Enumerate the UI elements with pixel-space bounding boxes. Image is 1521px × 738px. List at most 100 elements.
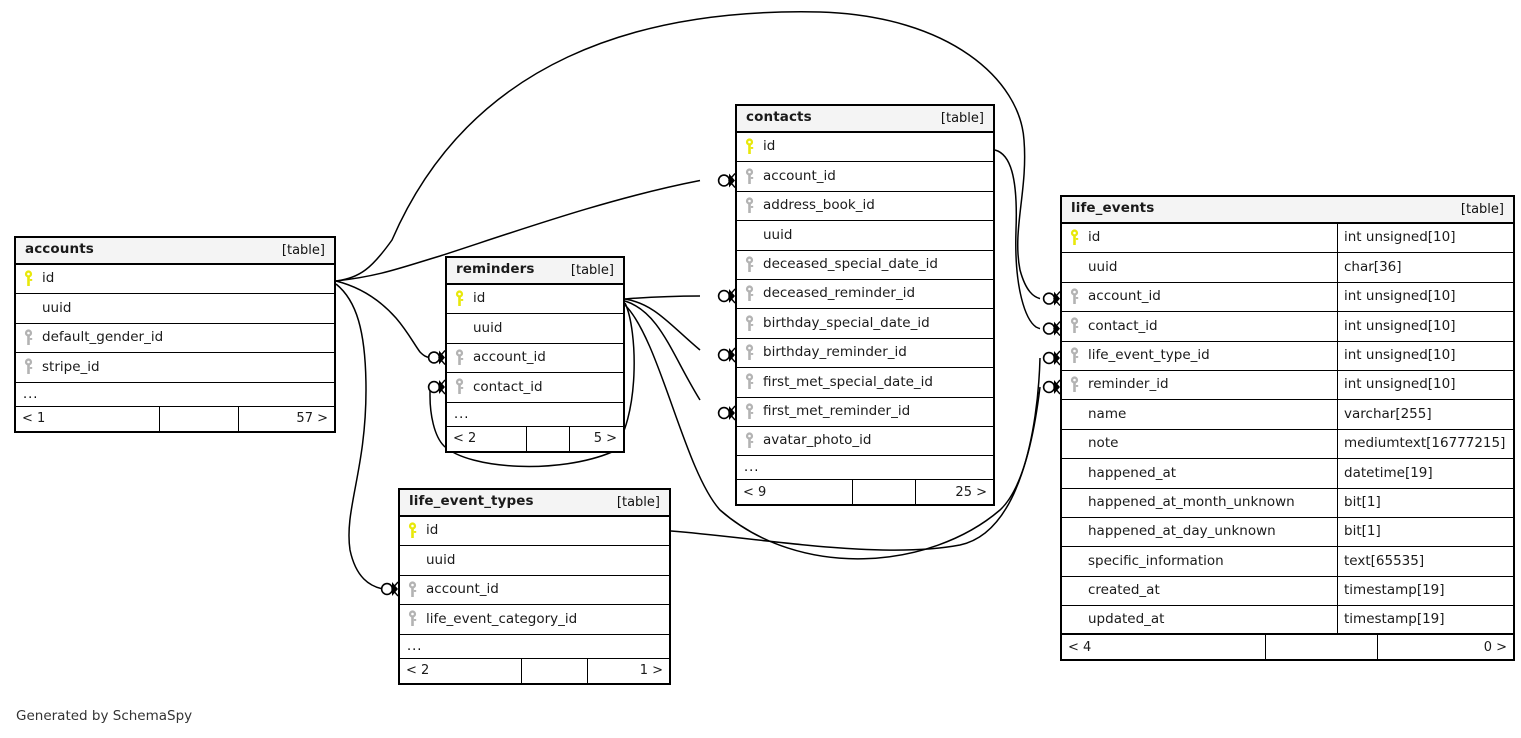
table-title: reminders (456, 261, 535, 278)
table-header-contacts: contacts[table] (737, 106, 993, 133)
column-row[interactable]: uuid (737, 221, 993, 251)
column-row[interactable]: birthday_reminder_id (737, 339, 993, 369)
column-label: first_met_special_date_id (763, 373, 933, 390)
column-name-cell: account_id (737, 162, 993, 190)
column-type-cell: text[65535] (1337, 547, 1513, 576)
key-spacer (407, 552, 420, 570)
foreign-key-icon (744, 373, 757, 391)
column-row[interactable]: id (16, 265, 334, 295)
column-row[interactable]: address_book_id (737, 192, 993, 222)
column-label: deceased_reminder_id (763, 285, 916, 302)
column-row[interactable]: uuid (447, 314, 623, 344)
column-name-cell: stripe_id (16, 353, 334, 381)
column-row[interactable]: stripe_id (16, 353, 334, 383)
column-name-cell: uuid (16, 294, 334, 322)
column-label: stripe_id (42, 358, 100, 375)
column-name-cell: uuid (400, 546, 669, 574)
column-row[interactable]: specific_information text[65535] (1062, 547, 1513, 577)
column-label: id (473, 290, 486, 307)
column-label: contact_id (473, 378, 543, 395)
column-row[interactable]: default_gender_id (16, 324, 334, 354)
more-columns-indicator[interactable]: ... (737, 456, 993, 481)
column-row[interactable]: contact_id (447, 373, 623, 403)
column-row[interactable]: id (400, 517, 669, 547)
column-label: id (763, 138, 776, 155)
foreign-key-icon (23, 358, 36, 376)
column-row[interactable]: avatar_photo_id (737, 427, 993, 457)
column-row[interactable]: deceased_special_date_id (737, 251, 993, 280)
column-label: note (1088, 435, 1119, 452)
table-header-reminders: reminders[table] (447, 258, 623, 285)
footer-middle (526, 426, 571, 451)
column-row[interactable]: life_event_category_id (400, 605, 669, 635)
column-row[interactable]: birthday_special_date_id (737, 309, 993, 339)
more-columns-indicator[interactable]: ... (447, 403, 623, 427)
column-name-cell: account_id (400, 576, 669, 604)
foreign-key-icon (1069, 317, 1082, 335)
foreign-key-icon (454, 349, 467, 367)
column-row[interactable]: uuid (16, 294, 334, 324)
key-spacer (1069, 523, 1082, 541)
column-label: uuid (763, 226, 793, 243)
foreign-key-icon (744, 167, 757, 186)
more-columns-indicator[interactable]: ... (400, 635, 669, 659)
column-row[interactable]: id (447, 285, 623, 315)
column-label: specific_information (1088, 552, 1224, 569)
column-type-cell: timestamp[19] (1337, 606, 1513, 634)
column-name-cell: life_event_category_id (400, 605, 669, 633)
table-reminders[interactable]: reminders[table] id uuid account_id contact_… (445, 256, 625, 453)
column-label: birthday_special_date_id (763, 314, 930, 331)
column-row[interactable]: first_met_special_date_id (737, 368, 993, 398)
column-row[interactable]: uuid (400, 546, 669, 576)
key-spacer (454, 320, 467, 338)
foreign-key-icon (744, 256, 757, 274)
column-row[interactable]: account_id (737, 162, 993, 192)
column-label: uuid (473, 319, 503, 336)
column-row[interactable]: first_met_reminder_id (737, 398, 993, 427)
column-row[interactable]: id (737, 133, 993, 163)
more-columns-indicator[interactable]: ... (16, 383, 334, 407)
column-name-cell: happened_at_month_unknown (1062, 489, 1337, 517)
foreign-key-icon (454, 378, 467, 396)
column-row[interactable]: account_id (400, 576, 669, 606)
generator-credit: Generated by SchemaSpy (16, 708, 193, 724)
primary-key-icon (1069, 229, 1082, 247)
primary-key-icon (744, 138, 757, 156)
footer-parents-count: < 2 (406, 663, 430, 679)
column-row[interactable]: deceased_reminder_id (737, 280, 993, 310)
column-row[interactable]: account_id (447, 344, 623, 374)
column-type-cell: int unsigned[10] (1337, 312, 1513, 341)
column-label: birthday_reminder_id (763, 344, 907, 361)
primary-key-icon (23, 270, 36, 288)
key-spacer (1069, 435, 1082, 453)
column-label: avatar_photo_id (763, 432, 872, 449)
foreign-key-icon (1069, 376, 1082, 394)
key-spacer (744, 226, 757, 244)
column-name-cell: id (447, 285, 623, 313)
column-name-cell: specific_information (1062, 547, 1337, 575)
footer-middle (1264, 635, 1378, 660)
key-spacer (1069, 464, 1082, 482)
column-type-cell: timestamp[19] (1337, 576, 1513, 606)
footer-parents-count: < 9 (743, 484, 767, 500)
